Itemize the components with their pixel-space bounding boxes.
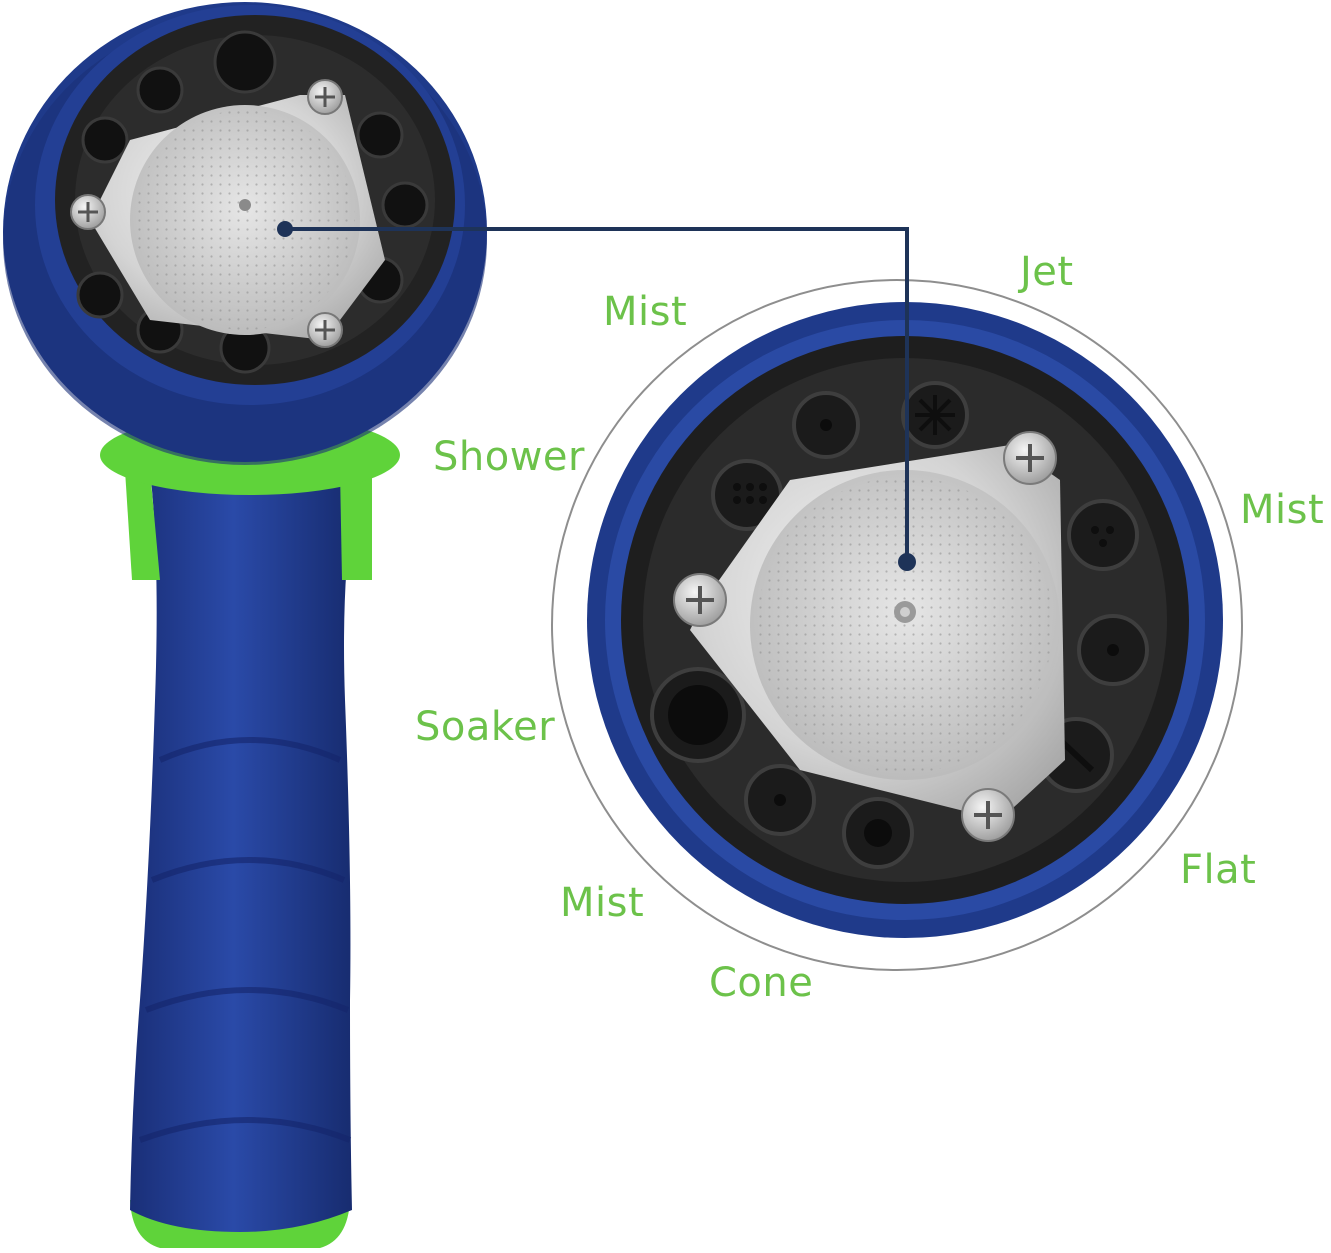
label-cone: Cone (709, 960, 814, 1006)
trigger-right (340, 470, 372, 580)
callout-connector (277, 221, 916, 571)
label-mist-bottom: Mist (560, 880, 645, 926)
screw-icon (673, 431, 1057, 842)
label-jet: Jet (1020, 249, 1074, 295)
hose-nozzle-photo (3, 2, 487, 1248)
screw-icon (70, 79, 343, 348)
callout-dot-end (898, 553, 916, 571)
label-ring (551, 279, 1243, 971)
label-soaker: Soaker (415, 704, 556, 750)
callout-dot-start (277, 221, 293, 237)
label-mist-right: Mist (1240, 487, 1325, 533)
label-mist-top: Mist (603, 289, 688, 335)
dial-closeup (551, 279, 1243, 971)
label-flat: Flat (1180, 847, 1257, 893)
trigger-left (125, 470, 160, 580)
handle-grip (130, 470, 360, 1232)
label-shower: Shower (433, 434, 585, 480)
spray-hole-icon (650, 381, 1149, 869)
